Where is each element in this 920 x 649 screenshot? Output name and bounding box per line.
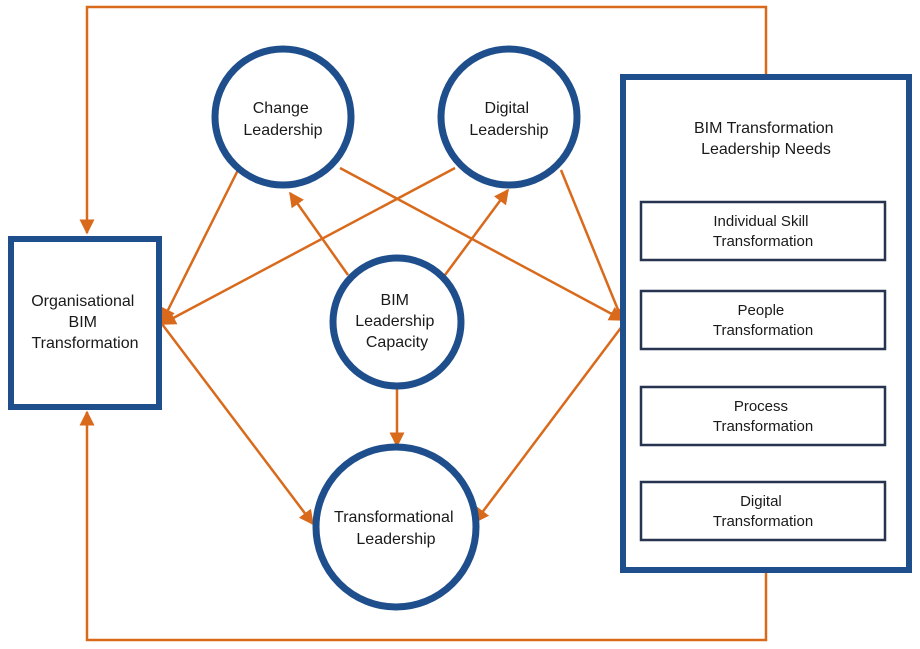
transformational-line-1: Transformational [334,509,453,526]
transformational-line-2: Leadership [356,531,435,548]
bim-leadership-capacity-node: BIM Leadership Capacity [329,254,465,390]
need-item-2-line-1: People [738,302,785,319]
bottom-loop-arrow [79,410,768,642]
svg-text:Individual Skill Trans: Individual Skill Transformation [713,213,813,250]
arrow-capacity-to-digital [443,188,510,276]
svg-text:Digital Leadership: Digital Leadership [469,100,548,139]
digital-leadership-node: Digital Leadership [437,45,581,189]
need-item-individual-skill: Individual Skill Transformation [639,200,887,262]
flow-arrows [160,166,625,526]
arrow-change-to-org [160,169,240,324]
change-leadership-line-1: Change [253,100,309,117]
needs-title-line-2: Leadership Needs [701,141,831,158]
transformational-leadership-node: Transformational Leadership [312,443,480,611]
svg-text:Organisational BIM: Organisational BIM Transformation [31,293,139,352]
org-line-1: Organisational [31,293,134,310]
organisational-bim-transformation-node: Organisational BIM Transformation [8,236,162,410]
feedback-loop [79,5,768,642]
arrow-change-to-needs [339,166,625,322]
svg-text:Process Transformation: Process Transformation [713,398,813,435]
capacity-line-2: Leadership [355,313,434,330]
svg-text:Digital Transformation: Digital Transformation [713,493,813,530]
need-item-process: Process Transformation [639,385,887,447]
org-line-3: Transformation [32,335,139,352]
needs-title-line-1: BIM Transformation [694,120,834,137]
need-item-digital: Digital Transformation [639,480,887,542]
need-item-4-line-1: Digital [740,493,782,510]
arrow-digital-to-org [160,166,456,326]
change-leadership-line-2: Leadership [243,122,322,139]
org-line-2: BIM [69,314,97,331]
arrow-needs-to-transformational [474,324,624,524]
svg-text:BIM Leadership Cap: BIM Leadership Capacity [355,292,439,351]
change-leadership-node: Change Leadership [211,45,355,189]
svg-text:BIM Transformation Leade: BIM Transformation Leadership Needs [694,120,838,158]
svg-text:People Transformation: People Transformation [713,302,813,339]
need-item-3-line-1: Process [734,398,788,415]
need-item-4-line-2: Transformation [713,513,813,530]
arrow-digital-to-needs [559,169,625,324]
capacity-line-3: Capacity [366,334,428,351]
arrow-capacity-to-change [288,191,350,276]
svg-text:Transformational Leaders: Transformational Leadership [334,509,458,548]
arrow-org-to-transformational [161,323,314,526]
need-item-people: People Transformation [639,289,887,351]
svg-text:Change Leadership: Change Leadership [243,100,322,139]
need-item-1-line-1: Individual Skill [713,213,808,230]
need-item-2-line-2: Transformation [713,322,813,339]
digital-leadership-line-2: Leadership [469,122,548,139]
capacity-line-1: BIM [381,292,409,309]
need-item-3-line-2: Transformation [713,418,813,435]
need-item-1-line-2: Transformation [713,233,813,250]
digital-leadership-line-1: Digital [485,100,529,117]
leadership-needs-panel: BIM Transformation Leadership Needs Indi… [620,74,912,573]
top-loop-arrow [79,5,768,235]
